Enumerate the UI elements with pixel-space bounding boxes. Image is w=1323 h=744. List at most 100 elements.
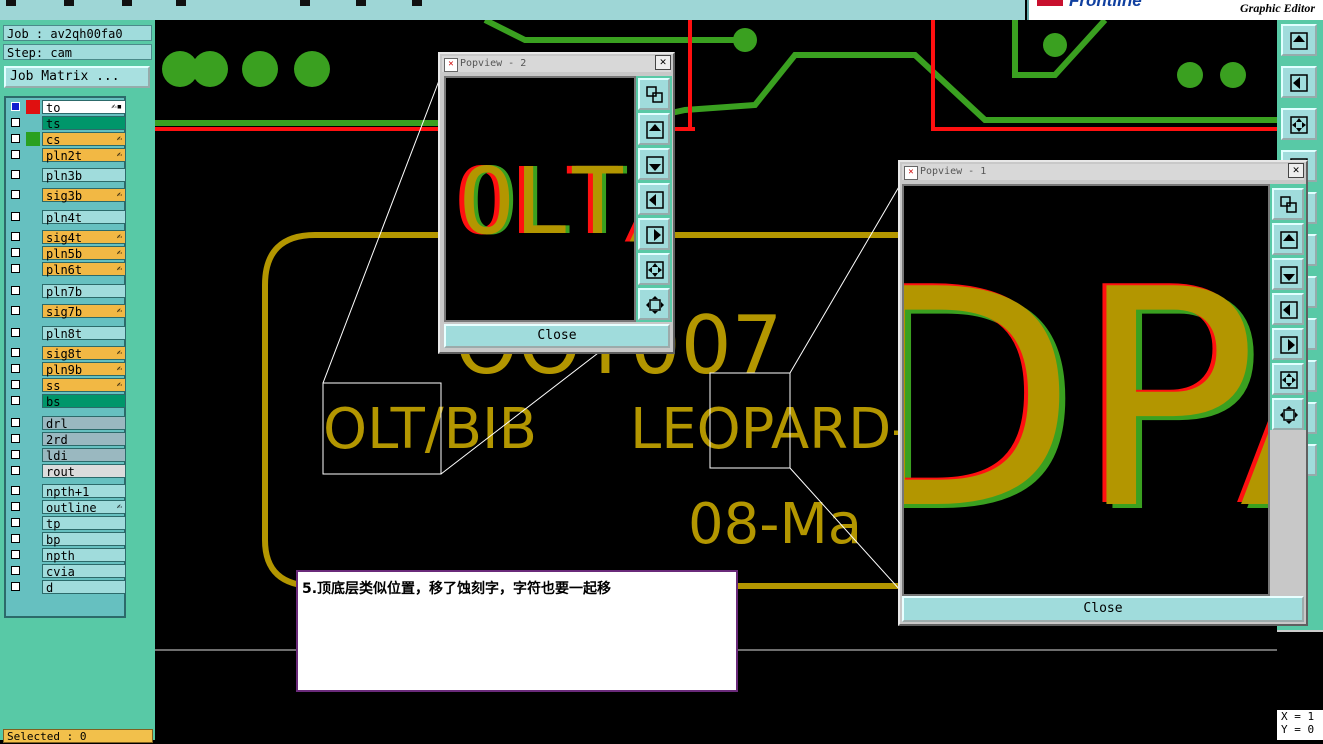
toolbar-button-edge[interactable] [300,0,310,6]
layer-row-sig3b[interactable]: sig3b✍ [8,188,126,203]
layer-checkbox[interactable] [11,418,20,427]
layer-row-pln6t[interactable]: pln6t✍ [8,262,126,277]
popview-2-close-button[interactable]: Close [444,324,670,348]
layer-name[interactable]: sig4t [42,230,126,245]
pan-down-button[interactable] [638,148,670,180]
layer-checkbox[interactable] [11,450,20,459]
layer-name[interactable]: pln9b [42,362,126,377]
layer-row-outline[interactable]: outline✍ [8,500,126,515]
toolbar-button-edge[interactable] [356,0,366,6]
layer-checkbox[interactable] [11,550,20,559]
layer-name[interactable]: cs [42,132,126,147]
popview-2-close-icon[interactable]: ✕ [655,55,671,70]
toolbar-button-edge[interactable] [176,0,186,6]
toolbar-button-edge[interactable] [122,0,132,6]
toolbar-button-edge[interactable] [64,0,74,6]
zoom-out-button[interactable] [1272,398,1304,430]
layer-name[interactable]: bs [42,394,126,409]
layer-checkbox[interactable] [11,396,20,405]
layer-name[interactable]: 2rd [42,432,126,447]
layer-checkbox[interactable] [11,380,20,389]
popview-1-titlebar[interactable]: ✕ Popview - 1 [902,164,1304,180]
layer-row-drl[interactable]: drl [8,416,126,431]
pan-left-button[interactable] [638,183,670,215]
layer-list-scroll-strip[interactable] [126,98,153,616]
layer-checkbox[interactable] [11,232,20,241]
pan-left-button[interactable] [1272,293,1304,325]
layer-row-ts[interactable]: ts [8,116,126,131]
layer-checkbox[interactable] [11,134,20,143]
layer-name[interactable]: to [42,100,126,115]
popview-1-close-button[interactable]: Close [902,596,1304,622]
zoom-in-button[interactable] [1281,108,1317,140]
layer-row-rout[interactable]: rout [8,464,126,479]
layer-row-d[interactable]: d [8,580,126,595]
layer-row-sig4t[interactable]: sig4t✍ [8,230,126,245]
layer-name[interactable]: d [42,580,126,595]
layer-row-npth-1[interactable]: npth+1 [8,484,126,499]
layer-name[interactable]: sig8t [42,346,126,361]
layer-name[interactable]: drl [42,416,126,431]
layer-name[interactable]: pln6t [42,262,126,277]
layer-checkbox[interactable] [11,566,20,575]
layer-checkbox[interactable] [11,118,20,127]
layer-name[interactable]: bp [42,532,126,547]
layer-row-ss[interactable]: ss✍ [8,378,126,393]
pan-right-button[interactable] [638,218,670,250]
layer-row-sig8t[interactable]: sig8t✍ [8,346,126,361]
layer-row-pln7b[interactable]: pln7b [8,284,126,299]
layer-checkbox[interactable] [11,502,20,511]
zoom-in-button[interactable] [638,253,670,285]
pan-left-button[interactable] [1281,66,1317,98]
layer-checkbox[interactable] [11,264,20,273]
layer-row-pln5b[interactable]: pln5b✍ [8,246,126,261]
toolbar-button-edge[interactable] [6,0,16,6]
layer-checkbox[interactable] [11,534,20,543]
pan-up-button[interactable] [1272,223,1304,255]
popview-1-view[interactable]: DPA DPA DPA [902,184,1270,596]
layer-checkbox[interactable] [11,486,20,495]
layer-checkbox[interactable] [11,434,20,443]
layer-row-pln2t[interactable]: pln2t✍ [8,148,126,163]
job-matrix-button[interactable]: Job Matrix ... [4,66,150,88]
layer-row-tp[interactable]: tp [8,516,126,531]
zoom-fit-button[interactable] [1272,188,1304,220]
layer-checkbox[interactable] [11,348,20,357]
layer-checkbox[interactable] [11,518,20,527]
layer-name[interactable]: pln7b [42,284,126,299]
pan-up-button[interactable] [638,113,670,145]
layer-checkbox[interactable] [11,150,20,159]
layer-name[interactable]: rout [42,464,126,479]
layer-name[interactable]: sig3b [42,188,126,203]
layer-row-cs[interactable]: cs✍ [8,132,126,147]
layer-checkbox[interactable] [11,170,20,179]
layer-row-pln3b[interactable]: pln3b [8,168,126,183]
layer-checkbox[interactable] [11,248,20,257]
layer-row-to[interactable]: to✍▪ [8,100,126,115]
layer-name[interactable]: sig7b [42,304,126,319]
layer-name[interactable]: pln2t [42,148,126,163]
pan-down-button[interactable] [1272,258,1304,290]
layer-row-2rd[interactable]: 2rd [8,432,126,447]
layer-name[interactable]: ldi [42,448,126,463]
layer-name[interactable]: ts [42,116,126,131]
layer-checkbox[interactable] [11,364,20,373]
toolbar-button-edge[interactable] [412,0,422,6]
layer-checkbox[interactable] [11,306,20,315]
popview-1-close-icon[interactable]: ✕ [1288,163,1304,178]
layer-checkbox[interactable] [11,212,20,221]
layer-row-sig7b[interactable]: sig7b✍ [8,304,126,319]
layer-row-bp[interactable]: bp [8,532,126,547]
layer-name[interactable]: pln8t [42,326,126,341]
layer-checkbox[interactable] [11,328,20,337]
pan-up-button[interactable] [1281,24,1317,56]
layer-row-pln8t[interactable]: pln8t [8,326,126,341]
popview-2-titlebar[interactable]: ✕ Popview - 2 [442,56,671,72]
layer-checkbox[interactable] [11,582,20,591]
layer-name[interactable]: pln4t [42,210,126,225]
layer-name[interactable]: npth+1 [42,484,126,499]
layer-checkbox[interactable] [11,286,20,295]
layer-row-pln4t[interactable]: pln4t [8,210,126,225]
layer-name[interactable]: pln3b [42,168,126,183]
layer-row-npth[interactable]: npth [8,548,126,563]
